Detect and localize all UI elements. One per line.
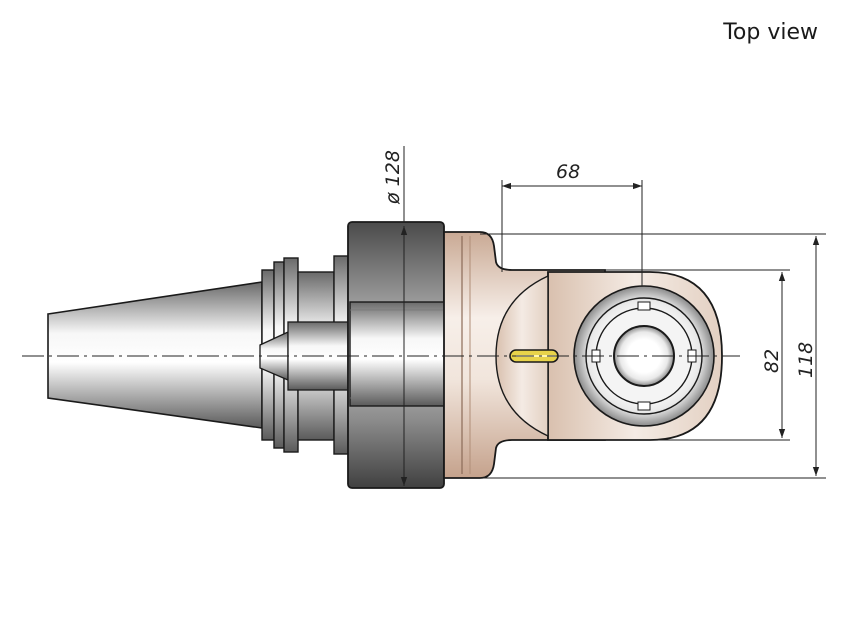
taper-shank	[47, 281, 263, 429]
dimension-width: 68	[556, 161, 580, 183]
dimension-inner-height: 82	[761, 349, 783, 373]
dimension-diameter: ø 128	[382, 150, 404, 205]
view-title: Top view	[723, 20, 818, 45]
dimension-outer-height: 118	[795, 342, 817, 378]
